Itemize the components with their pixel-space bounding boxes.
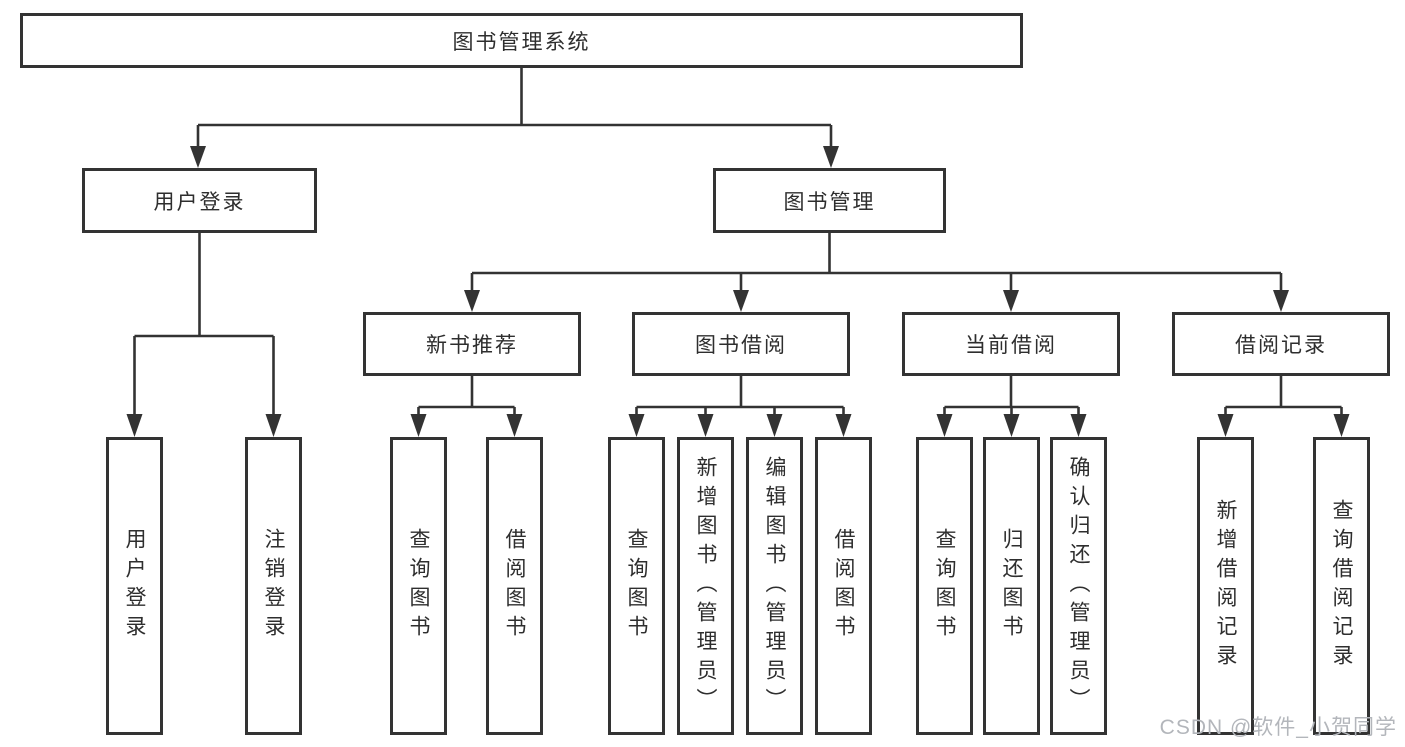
leaf-query-book-2-label: 查询图书: [625, 528, 648, 644]
leaf-borrow-book-2-label: 借阅图书: [832, 528, 855, 644]
leaf-query-book-2: 查询图书: [608, 437, 665, 735]
node-root-label: 图书管理系统: [452, 30, 591, 54]
leaf-query-book-3-label: 查询图书: [933, 528, 956, 644]
node-user-login-label: 用户登录: [153, 190, 246, 214]
node-book-borrow: 图书借阅: [632, 312, 850, 376]
leaf-user-login: 用户登录: [106, 437, 163, 735]
node-book-management-label: 图书管理: [783, 190, 876, 214]
node-new-book-recommend-label: 新书推荐: [426, 334, 518, 357]
leaf-borrow-book-2: 借阅图书: [815, 437, 872, 735]
node-root-system: 图书管理系统: [20, 13, 1023, 68]
csdn-watermark: CSDN @软件_小贺同学: [1159, 716, 1397, 739]
leaf-query-book-1-label: 查询图书: [407, 528, 430, 644]
leaf-return-book-label: 归还图书: [1000, 528, 1023, 644]
node-new-book-recommend: 新书推荐: [363, 312, 581, 376]
leaf-borrow-book-1: 借阅图书: [486, 437, 543, 735]
leaf-return-book: 归还图书: [983, 437, 1040, 735]
leaf-confirm-return-admin-label: 确认归还（管理员）: [1067, 455, 1090, 717]
leaf-edit-book-admin: 编辑图书（管理员）: [746, 437, 803, 735]
node-current-borrow-label: 当前借阅: [965, 334, 1057, 357]
leaf-query-borrow-record-label: 查询借阅记录: [1330, 499, 1353, 673]
leaf-borrow-book-1-label: 借阅图书: [503, 528, 526, 644]
leaf-add-borrow-record-label: 新增借阅记录: [1214, 499, 1237, 673]
node-book-management: 图书管理: [713, 168, 946, 233]
leaf-query-book-3: 查询图书: [916, 437, 973, 735]
leaf-add-book-admin-label: 新增图书（管理员）: [694, 455, 717, 717]
leaf-user-login-label: 用户登录: [123, 528, 146, 644]
node-user-login: 用户登录: [82, 168, 317, 233]
leaf-query-book-1: 查询图书: [390, 437, 447, 735]
leaf-logout: 注销登录: [245, 437, 302, 735]
leaf-add-borrow-record: 新增借阅记录: [1197, 437, 1254, 735]
leaf-confirm-return-admin: 确认归还（管理员）: [1050, 437, 1107, 735]
leaf-edit-book-admin-label: 编辑图书（管理员）: [763, 455, 786, 717]
node-book-borrow-label: 图书借阅: [695, 334, 787, 357]
node-borrow-records-label: 借阅记录: [1235, 334, 1327, 357]
node-current-borrow: 当前借阅: [902, 312, 1120, 376]
leaf-query-borrow-record: 查询借阅记录: [1313, 437, 1370, 735]
leaf-add-book-admin: 新增图书（管理员）: [677, 437, 734, 735]
leaf-logout-label: 注销登录: [262, 528, 285, 644]
node-borrow-records: 借阅记录: [1172, 312, 1390, 376]
